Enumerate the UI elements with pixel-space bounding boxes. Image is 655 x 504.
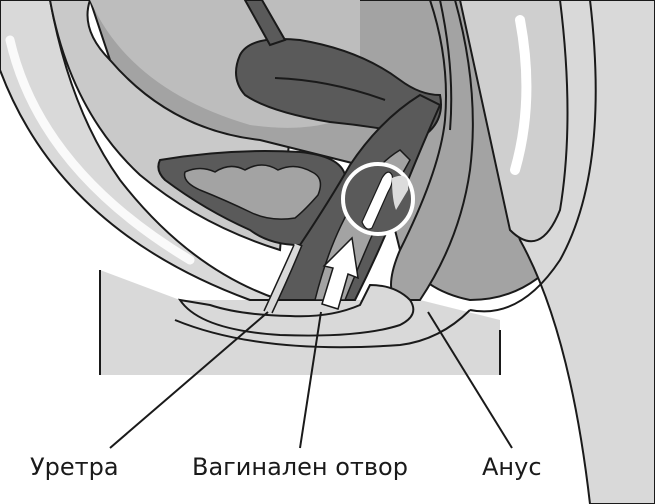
bladder-lining <box>183 164 322 220</box>
anus-pointer <box>427 311 513 449</box>
label-vaginal-opening: Вагинален отвор <box>192 453 408 481</box>
thigh-edge <box>99 270 501 375</box>
label-urethra: Уретра <box>30 453 119 481</box>
tampon-shape <box>361 171 394 230</box>
vulva <box>177 283 415 337</box>
sacrum <box>458 0 569 243</box>
up-arrow-icon <box>321 236 359 310</box>
rectum-inner <box>439 0 453 131</box>
sacrum-highlight <box>510 15 532 175</box>
gluteal-fold <box>469 0 597 313</box>
tampon-highlight <box>392 175 409 210</box>
perineum-curve <box>174 309 471 349</box>
urethra-outline <box>263 244 303 314</box>
urethra-pointer <box>109 311 269 449</box>
fallopian-stalk <box>243 0 287 47</box>
uterine-cavity <box>274 77 386 101</box>
vagina-pointer <box>299 311 322 449</box>
label-anus: Анус <box>482 453 542 481</box>
urethra-tube <box>264 243 302 314</box>
skin-highlight <box>5 35 195 265</box>
abdominal-wall <box>0 0 281 301</box>
